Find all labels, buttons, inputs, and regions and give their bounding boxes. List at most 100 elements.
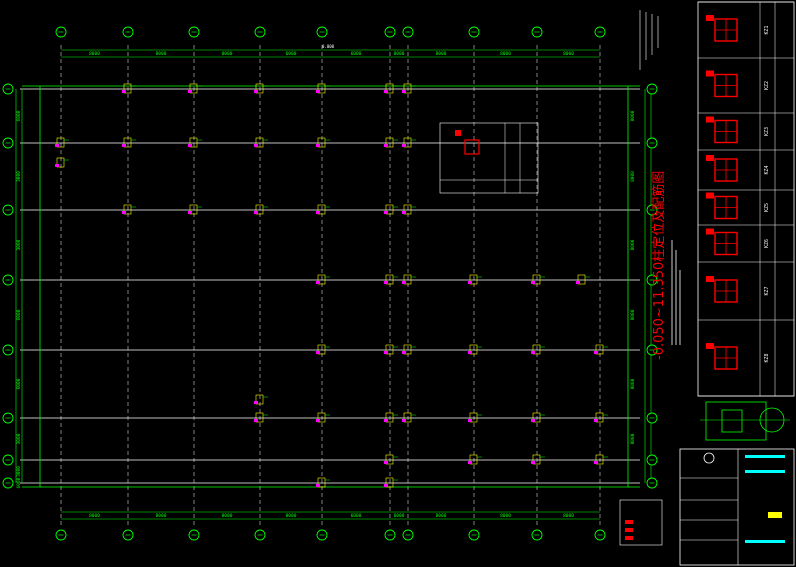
column bbox=[403, 344, 412, 355]
dim-top-text: 8000 bbox=[436, 51, 447, 57]
column bbox=[317, 344, 326, 355]
section-label: KZ4 bbox=[764, 165, 770, 174]
axis-bubbles bbox=[2, 26, 658, 541]
column bbox=[403, 137, 412, 148]
column bbox=[123, 83, 132, 94]
dim-top-text: 8000 bbox=[156, 51, 167, 57]
column bbox=[403, 83, 412, 94]
column-tag bbox=[316, 281, 320, 284]
section-tag bbox=[706, 228, 714, 235]
dim-bottom-text: 6000 bbox=[351, 513, 362, 519]
column-tag bbox=[402, 211, 406, 214]
column bbox=[123, 204, 132, 215]
column bbox=[403, 204, 412, 215]
column-tag bbox=[188, 90, 192, 93]
column bbox=[532, 344, 541, 355]
column bbox=[255, 394, 264, 405]
dim-left-text: 6000 bbox=[16, 477, 22, 488]
column-tag bbox=[402, 144, 406, 147]
column-tag bbox=[254, 401, 258, 404]
column bbox=[385, 477, 394, 488]
column-tag bbox=[254, 419, 258, 422]
section-label: KZ1 bbox=[764, 25, 770, 34]
column-tag bbox=[122, 144, 126, 147]
section-label: KZ2 bbox=[764, 81, 770, 90]
column bbox=[317, 83, 326, 94]
section-tag bbox=[706, 70, 714, 77]
column bbox=[385, 454, 394, 465]
column bbox=[189, 204, 198, 215]
section-tag bbox=[706, 343, 714, 349]
column bbox=[255, 412, 264, 423]
column bbox=[255, 204, 264, 215]
column bbox=[469, 274, 478, 285]
dimension-lines: 8000 8000 8000 6000 6000 8000 8000 8000 8000 8000… bbox=[15, 49, 652, 520]
column-tag bbox=[254, 144, 258, 147]
dim-left-text: 6000 bbox=[16, 378, 22, 389]
dim-right-text: 8000 bbox=[630, 433, 636, 444]
dim-top-text: 6000 bbox=[286, 51, 297, 57]
column bbox=[255, 83, 264, 94]
dim-right-text: 8000 bbox=[630, 309, 636, 320]
notes bbox=[639, 10, 681, 345]
column-tag bbox=[402, 90, 406, 93]
column bbox=[469, 454, 478, 465]
dim-right-text: 8000 bbox=[630, 378, 636, 389]
column bbox=[577, 274, 586, 285]
column-tag bbox=[384, 90, 388, 93]
column-tag bbox=[468, 281, 472, 284]
section-label: KZ7 bbox=[764, 286, 770, 295]
dim-bottom-text: 8000 bbox=[563, 513, 574, 519]
dim-top-text: 8000 bbox=[394, 51, 405, 57]
section-tag bbox=[706, 15, 714, 21]
dim-right-text: 8000 bbox=[630, 110, 636, 121]
column-tag bbox=[254, 211, 258, 214]
dim-bottom-text: 8000 bbox=[156, 513, 167, 519]
column-tag bbox=[531, 351, 535, 354]
column-tag bbox=[531, 461, 535, 464]
column-tag bbox=[402, 419, 406, 422]
column-tag bbox=[316, 351, 320, 354]
section-tag bbox=[706, 155, 714, 161]
column bbox=[56, 157, 65, 168]
column-tag bbox=[402, 351, 406, 354]
dim-left-text: 3000 bbox=[16, 171, 22, 182]
column bbox=[385, 274, 394, 285]
drawing-title: -0.050~11.350柱定位及配筋图 bbox=[651, 171, 667, 360]
column-tag bbox=[576, 281, 580, 284]
column-tag bbox=[55, 144, 59, 147]
column bbox=[532, 274, 541, 285]
dim-bottom-text: 6000 bbox=[394, 513, 405, 519]
column-tag bbox=[384, 484, 388, 487]
column-tag bbox=[384, 419, 388, 422]
column bbox=[595, 454, 604, 465]
column bbox=[189, 83, 198, 94]
dim-left-text: 3000 bbox=[16, 466, 22, 477]
title-block bbox=[679, 448, 795, 566]
column-tag bbox=[594, 351, 598, 354]
column bbox=[469, 344, 478, 355]
dim-bottom-text: 8000 bbox=[436, 513, 447, 519]
column bbox=[317, 204, 326, 215]
column-tag bbox=[316, 419, 320, 422]
dim-bottom-text: 8000 bbox=[89, 513, 100, 519]
dim-top-text: 8000 bbox=[500, 51, 511, 57]
section-tag bbox=[706, 116, 714, 123]
column bbox=[532, 412, 541, 423]
column bbox=[595, 412, 604, 423]
dim-top-text: 8000 bbox=[89, 51, 100, 57]
column bbox=[123, 137, 132, 148]
column bbox=[56, 137, 65, 148]
inset-detail bbox=[439, 122, 539, 194]
column bbox=[403, 274, 412, 285]
column-tag bbox=[316, 90, 320, 93]
column-tag bbox=[384, 211, 388, 214]
section-label: KZ8 bbox=[764, 353, 770, 362]
foundation-detail bbox=[700, 401, 790, 441]
column-tag bbox=[254, 90, 258, 93]
dim-top-text: 6000 bbox=[351, 51, 362, 57]
column-tag bbox=[188, 211, 192, 214]
column-tag bbox=[316, 144, 320, 147]
column-tag bbox=[316, 211, 320, 214]
